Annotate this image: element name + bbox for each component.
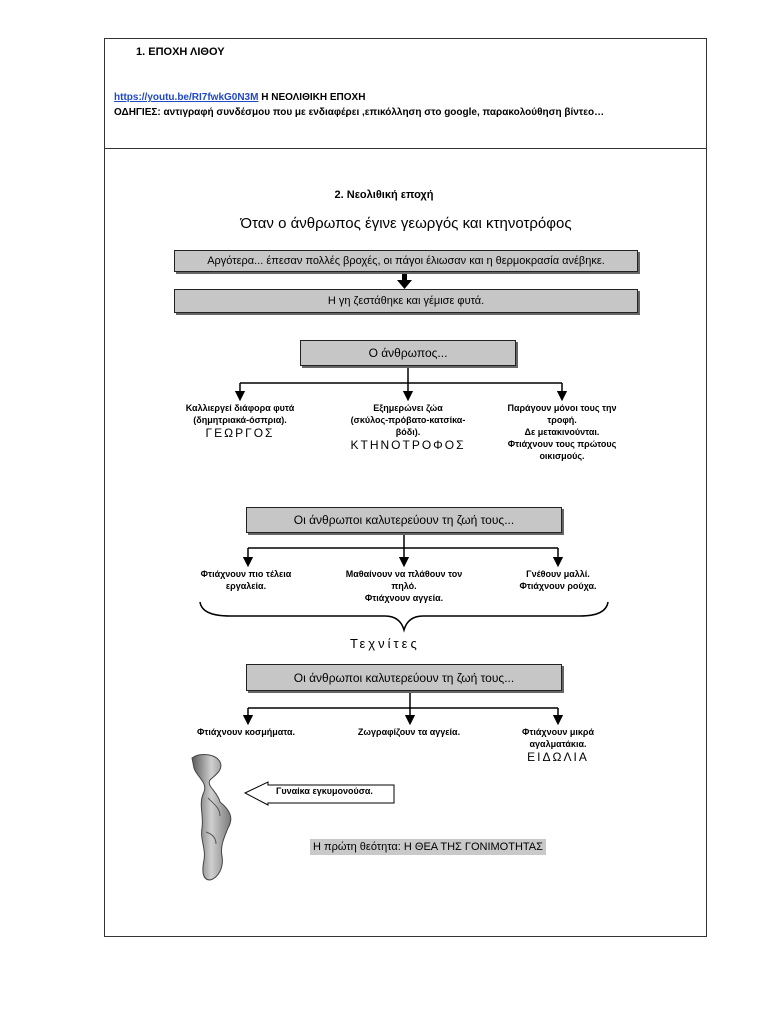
settlers-line-1: Παράγουν μόνοι τους την bbox=[507, 403, 617, 413]
jewelry-node: Φτιάχνουν κοσμήματα. bbox=[180, 726, 312, 738]
page-frame bbox=[104, 38, 707, 937]
herder-line-3: βόδι). bbox=[395, 427, 421, 437]
settlers-line-3: Δε μετακινούνται. bbox=[524, 427, 600, 437]
section-divider bbox=[104, 148, 707, 149]
settlers-line-5: οικισμούς. bbox=[539, 451, 585, 461]
human-box: Ο άνθρωπος... bbox=[300, 340, 516, 366]
figurines-title: ΕΙΔΩΛΙΑ bbox=[527, 750, 589, 764]
weaving-line-1: Γνέθουν μαλλί. bbox=[526, 569, 590, 579]
callout-arrow-box bbox=[244, 781, 395, 806]
rain-box: Αργότερα... έπεσαν πολλές βροχές, οι πάγ… bbox=[174, 250, 638, 272]
pottery-node: Μαθαίνουν να πλάθουν τον πηλό. Φτιάχνουν… bbox=[326, 568, 482, 604]
farmer-line-1: Καλλιεργεί διάφορα φυτά bbox=[185, 403, 295, 413]
pottery-line-1: Μαθαίνουν να πλάθουν τον bbox=[345, 569, 463, 579]
improve-life-box-2: Οι άνθρωποι καλυτερεύουν τη ζωή τους... bbox=[246, 664, 562, 691]
farmer-node: Καλλιεργεί διάφορα φυτά (δημητριακά-όσπρ… bbox=[165, 402, 315, 439]
painting-node: Ζωγραφίζουν τα αγγεία. bbox=[334, 726, 484, 738]
fertility-figurine-image bbox=[191, 754, 232, 881]
video-link[interactable]: https://youtu.be/RI7fwkG0N3M bbox=[114, 92, 259, 103]
herder-line-2: (σκύλος-πρόβατο-κατσίκα- bbox=[350, 415, 466, 425]
weaving-node: Γνέθουν μαλλί. Φτιάχνουν ρούχα. bbox=[500, 568, 616, 592]
herder-line-1: Εξημερώνει ζώα bbox=[373, 403, 443, 413]
section2-heading: 2. Νεολιθική εποχή bbox=[334, 189, 434, 201]
tools-node: Φτιάχνουν πιο τέλεια εργαλεία. bbox=[176, 568, 316, 592]
instructions-text: ΟΔΗΓΙΕΣ: αντιγραφή συνδέσμου που με ενδι… bbox=[114, 107, 605, 118]
diagram-headline: Όταν ο άνθρωπος έγινε γεωργός και κτηνοτ… bbox=[240, 215, 572, 232]
first-deity-caption: Η πρώτη θεότητα: Η ΘΕΑ ΤΗΣ ΓΟΝΙΜΟΤΗΤΑΣ bbox=[310, 839, 546, 855]
figurines-line-1: Φτιάχνουν μικρά bbox=[522, 727, 594, 737]
settlers-line-2: τροφή. bbox=[547, 415, 577, 425]
section1-heading: 1. ΕΠΟΧΗ ΛΙΘΟΥ bbox=[136, 46, 225, 58]
tools-line-2: εργαλεία. bbox=[225, 581, 267, 591]
settlers-node: Παράγουν μόνοι τους την τροφή. Δε μετακι… bbox=[488, 402, 636, 462]
pottery-line-2: πηλό. bbox=[391, 581, 417, 591]
farmer-line-2: (δημητριακά-όσπρια). bbox=[193, 415, 287, 425]
tools-line-1: Φτιάχνουν πιο τέλεια bbox=[200, 569, 292, 579]
herder-title: ΚΤΗΝΟΤΡΟΦΟΣ bbox=[350, 438, 466, 452]
herder-node: Εξημερώνει ζώα (σκύλος-πρόβατο-κατσίκα- … bbox=[330, 402, 486, 451]
callout-text: Γυναίκα εγκυμονούσα. bbox=[276, 786, 373, 796]
figurines-line-2: αγαλματάκια. bbox=[529, 739, 587, 749]
craftsmen-label: Τεχνίτες bbox=[350, 636, 420, 651]
warm-earth-box: Η γη ζεστάθηκε και γέμισε φυτά. bbox=[174, 289, 638, 313]
weaving-line-2: Φτιάχνουν ρούχα. bbox=[519, 581, 597, 591]
jewelry-line-1: Φτιάχνουν κοσμήματα. bbox=[196, 727, 296, 737]
pottery-line-3: Φτιάχνουν αγγεία. bbox=[364, 593, 444, 603]
video-link-caption: Η ΝΕΟΛΙΘΙΚΗ ΕΠΟΧΗ bbox=[258, 92, 366, 103]
settlers-line-4: Φτιάχνουν τους πρώτους bbox=[507, 439, 617, 449]
figurines-node: Φτιάχνουν μικρά αγαλματάκια. ΕΙΔΩΛΙΑ bbox=[498, 726, 618, 763]
farmer-title: ΓΕΩΡΓΟΣ bbox=[205, 426, 275, 440]
painting-line-1: Ζωγραφίζουν τα αγγεία. bbox=[357, 727, 461, 737]
improve-life-box-1: Οι άνθρωποι καλυτερεύουν τη ζωή τους... bbox=[246, 507, 562, 533]
video-link-row: https://youtu.be/RI7fwkG0N3M Η ΝΕΟΛΙΘΙΚΗ… bbox=[114, 92, 365, 103]
